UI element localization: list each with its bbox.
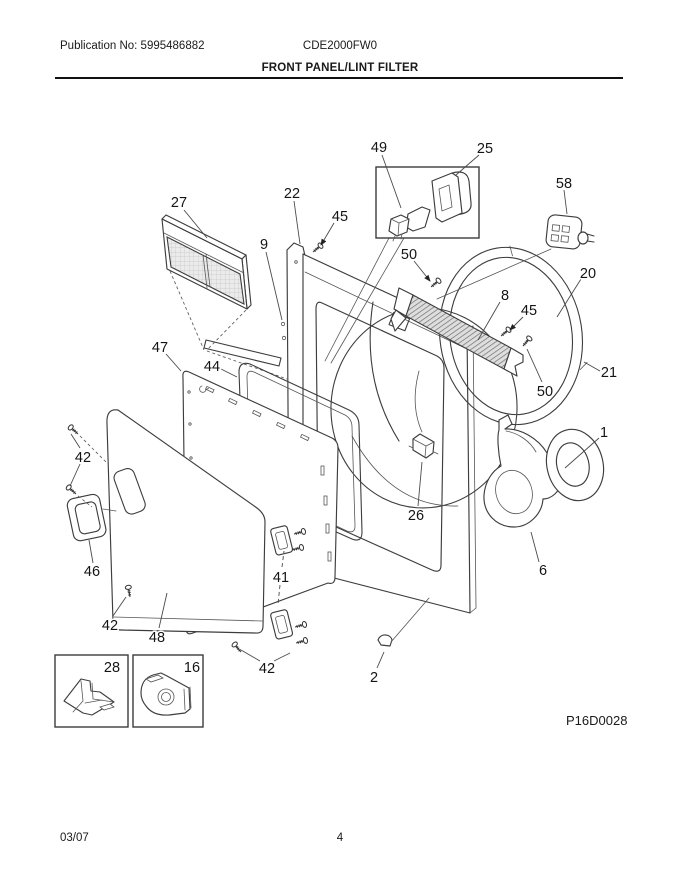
callout-label-22: 22 — [284, 186, 300, 202]
title-rule — [55, 77, 623, 79]
footer-page-number: 4 — [336, 832, 344, 844]
door-handle-46 — [66, 493, 117, 542]
lint-duct-8 — [390, 287, 524, 377]
callout-label-49: 49 — [371, 140, 387, 156]
callout-label-47: 47 — [152, 340, 168, 356]
callout-label-42: 42 — [75, 450, 91, 466]
callouts-layer: 27 22 45 9 49 25 58 50 20 8 45 21 50 1 26 6 47 44 42 46 42 48… — [69, 139, 619, 688]
callout-label-2: 2 — [370, 670, 378, 686]
callout-label-45: 45 — [521, 303, 537, 319]
callout-label-1: 1 — [600, 425, 608, 441]
callout-label-27: 27 — [171, 195, 187, 211]
callout-label-42: 42 — [102, 618, 118, 634]
callout-label-20: 20 — [580, 266, 596, 282]
callout-label-44: 44 — [204, 359, 220, 375]
door-catch-25 — [431, 171, 472, 223]
publication-number: Publication No: 5995486882 — [60, 40, 205, 52]
model-number: CDE2000FW0 — [302, 40, 378, 52]
footer-date: 03/07 — [60, 832, 89, 844]
diagram-code: P16D0028 — [566, 713, 628, 728]
callout-label-45: 45 — [332, 209, 348, 225]
callout-label-58: 58 — [556, 176, 572, 192]
door-bumper-49 — [388, 206, 431, 242]
callout-label-8: 8 — [501, 288, 509, 304]
door-hinges-41 — [270, 525, 294, 640]
inset-box-28 — [54, 654, 129, 728]
outer-door-48 — [106, 409, 266, 634]
callout-label-42: 42 — [259, 661, 275, 677]
callout-label-9: 9 — [260, 237, 268, 253]
callout-label-16: 16 — [184, 660, 200, 676]
callout-label-50: 50 — [537, 384, 553, 400]
door-seal-44 — [238, 362, 363, 541]
blower-seal-ring-1 — [545, 428, 605, 502]
page-title: FRONT PANEL/LINT FILTER — [261, 62, 419, 74]
inset-box-16 — [132, 654, 204, 728]
callout-label-26: 26 — [408, 508, 424, 524]
callout-label-28: 28 — [104, 660, 120, 676]
callout-label-41: 41 — [273, 570, 289, 586]
callout-label-21: 21 — [601, 365, 617, 381]
filter-slot-guides — [169, 270, 288, 380]
callout-label-46: 46 — [84, 564, 100, 580]
lint-filter-27 — [161, 214, 252, 310]
callout-label-6: 6 — [539, 563, 547, 579]
inset-box-49-25 — [324, 166, 480, 364]
motor-switch-58 — [436, 214, 595, 300]
leveling-foot-2 — [377, 597, 430, 647]
callout-label-48: 48 — [149, 630, 165, 646]
screw-fasteners — [64, 241, 534, 655]
callout-label-50: 50 — [401, 247, 417, 263]
callout-label-25: 25 — [477, 141, 493, 157]
door-switch-26 — [408, 433, 439, 459]
